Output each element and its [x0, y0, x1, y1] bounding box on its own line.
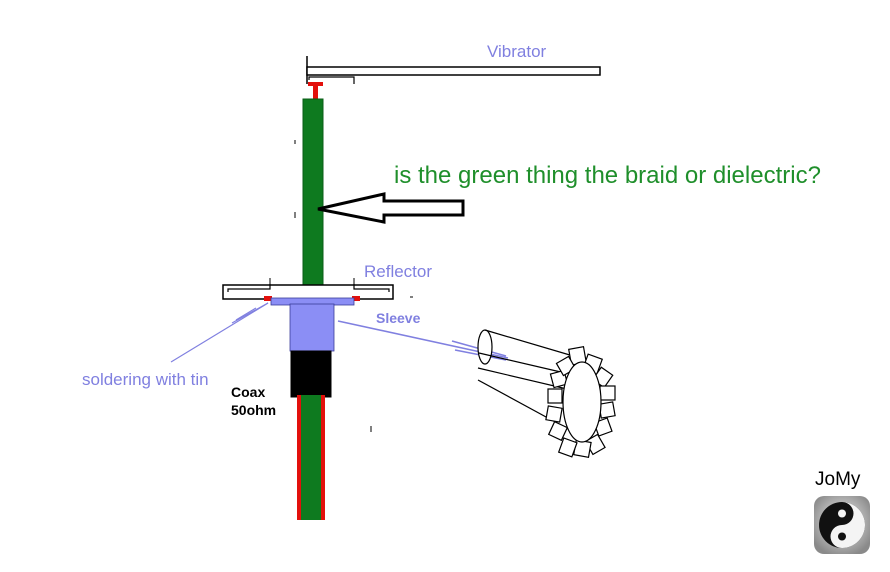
- logo-text: JoMy: [815, 469, 861, 490]
- feed-contact: [308, 82, 323, 100]
- coax-label-line1: Coax: [231, 384, 266, 400]
- reflector-label: Reflector: [364, 262, 433, 281]
- sleeve-label: Sleeve: [376, 310, 421, 326]
- question-text: is the green thing the braid or dielectr…: [394, 162, 821, 189]
- soldering-pointer: [170, 302, 269, 363]
- green-conductor-upper: [302, 98, 324, 286]
- solder-point-left: [264, 296, 272, 301]
- yin-yang-icon: [814, 496, 870, 554]
- vibrator-element: [306, 56, 601, 84]
- coax-label-line2: 50ohm: [231, 402, 277, 418]
- soldering-label: soldering with tin: [82, 370, 209, 389]
- coax-cable-lower: [297, 395, 325, 520]
- coax-label: Coax 50ohm: [231, 383, 276, 419]
- solder-point-right: [352, 296, 360, 301]
- question-arrow: [317, 192, 465, 224]
- sleeve: [270, 297, 355, 352]
- vibrator-label: Vibrator: [487, 42, 547, 61]
- sleeve-sketch: [477, 329, 616, 458]
- coax-jacket: [290, 350, 332, 398]
